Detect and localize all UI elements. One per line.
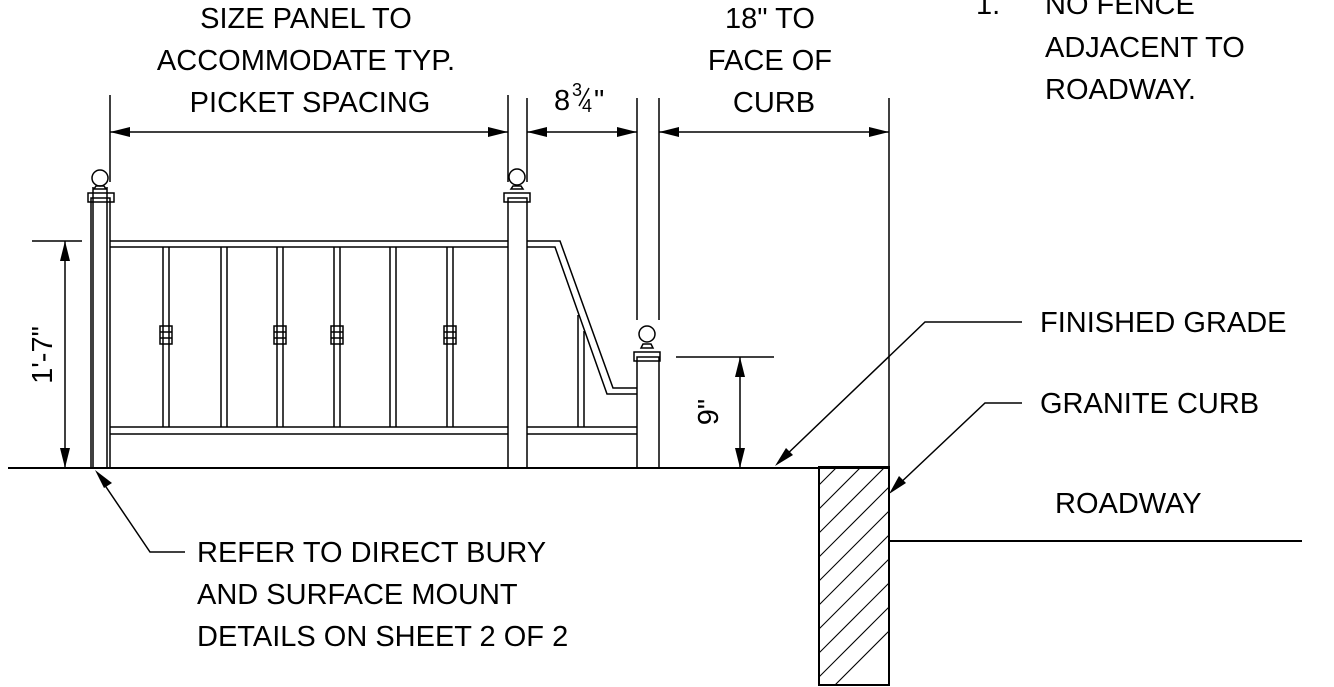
note-text: NO FENCE ADJACENT TO ROADWAY. (1045, 0, 1253, 106)
callout-refer-details: REFER TO DIRECT BURY AND SURFACE MOUNT D… (95, 470, 568, 653)
picket (389, 247, 397, 427)
left-post (87, 169, 115, 469)
gap-label: 8 3 4 " (554, 71, 604, 119)
picket (443, 247, 457, 427)
dimension-post-height: 9" (693, 357, 745, 468)
rail-height-label: 1'-7" (27, 326, 59, 384)
picket (330, 247, 344, 427)
dimension-rail-height: 1'-7" (27, 241, 70, 468)
extension-lines (32, 95, 890, 468)
callout-granite-curb: GRANITE CURB (889, 388, 1259, 494)
dimension-panel-size: SIZE PANEL TO ACCOMMODATE TYP. PICKET SP… (110, 3, 508, 137)
short-post (633, 325, 661, 469)
middle-post (503, 168, 531, 469)
panel-size-label: SIZE PANEL TO ACCOMMODATE TYP. PICKET SP… (157, 3, 463, 119)
dimension-gap: 8 3 4 " (527, 71, 637, 137)
note-number: 1. (976, 0, 1000, 21)
post-height-label: 9" (693, 399, 725, 425)
finished-grade-label: FINISHED GRADE (1040, 307, 1287, 339)
dimension-curb-offset: 18" TO FACE OF CURB (659, 3, 889, 137)
stepped-pickets (577, 315, 585, 427)
curb-offset-label: 18" TO FACE OF CURB (708, 3, 840, 119)
refer-details-label: REFER TO DIRECT BURY AND SURFACE MOUNT D… (197, 537, 568, 653)
picket (159, 247, 173, 427)
top-rail (110, 240, 637, 395)
roadway-label: ROADWAY (1055, 488, 1202, 520)
granite-curb (818, 466, 890, 686)
granite-curb-label: GRANITE CURB (1040, 388, 1259, 420)
picket (273, 247, 287, 427)
notes: 1. NO FENCE ADJACENT TO ROADWAY. (976, 0, 1253, 106)
pickets (159, 247, 457, 427)
callout-finished-grade: FINISHED GRADE (775, 307, 1287, 466)
picket (220, 247, 228, 427)
bottom-rail (110, 426, 637, 435)
